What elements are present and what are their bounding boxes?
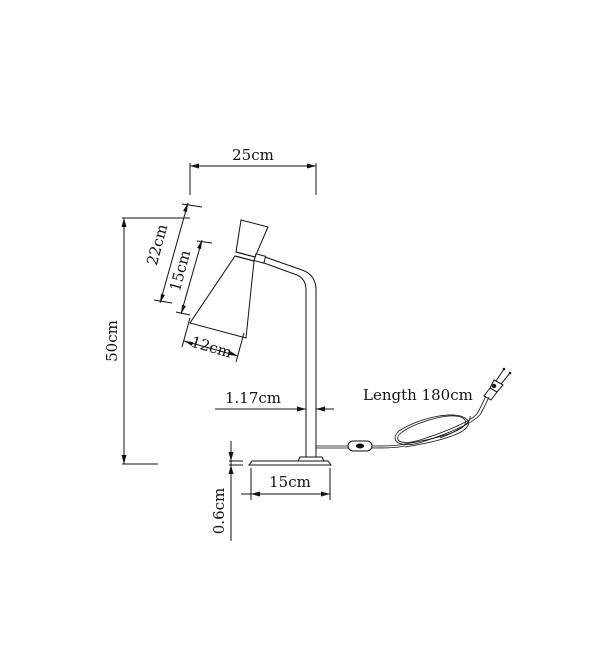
- shade-length-label: 22cm: [143, 222, 171, 267]
- width-label: 25cm: [232, 146, 274, 164]
- lamp-shade: [189, 219, 269, 339]
- lamp-base: [248, 456, 332, 466]
- cable-length-label: Length 180cm: [363, 386, 473, 404]
- width-dimension: 25cm: [189, 146, 317, 195]
- stem-diameter-label: 1.17cm: [225, 389, 281, 407]
- height-dimension: 50cm: [103, 217, 190, 465]
- height-label: 50cm: [103, 320, 121, 362]
- base-thickness-label: 0.6cm: [210, 488, 228, 534]
- shade-diameter-label: 12cm: [189, 333, 234, 362]
- base-diameter-label: 15cm: [269, 473, 311, 491]
- plug-icon: [483, 367, 512, 401]
- stem-diameter-dimension: 1.17cm: [215, 389, 334, 412]
- shade-inner-label: 15cm: [166, 248, 194, 293]
- lamp-arm: [253, 253, 317, 457]
- power-cable: [315, 367, 512, 452]
- base-diameter-dimension: 15cm: [241, 468, 331, 500]
- shade-inner-dimension: 15cm: [166, 239, 213, 316]
- shade-diameter-dimension: 12cm: [181, 317, 245, 363]
- base-thickness-dimension: 0.6cm: [210, 441, 243, 541]
